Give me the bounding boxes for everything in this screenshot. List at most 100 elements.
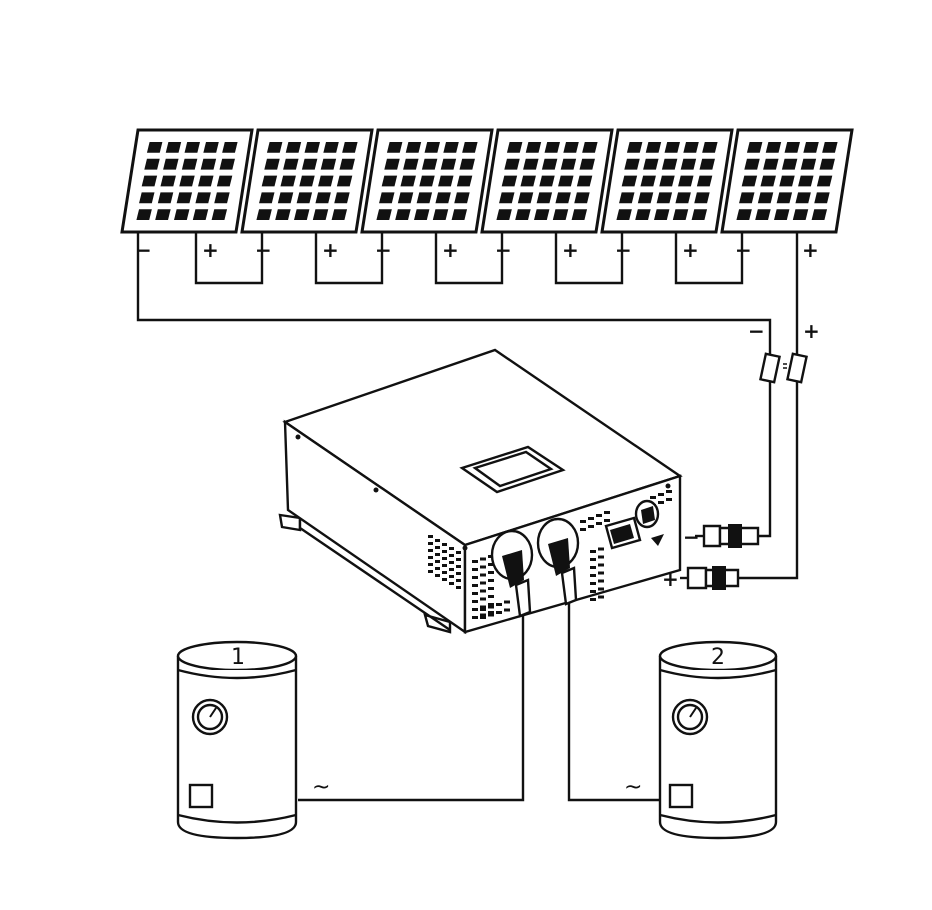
vent-slot bbox=[472, 576, 478, 579]
vent-slot bbox=[449, 561, 454, 564]
panel-cell bbox=[816, 175, 833, 187]
panel-cell bbox=[626, 142, 643, 153]
panel-cell bbox=[400, 175, 416, 187]
panel-1-plus-label: + bbox=[202, 238, 219, 262]
vent-slot bbox=[666, 498, 672, 501]
vent-slot bbox=[428, 556, 433, 559]
dc-minus-label: − bbox=[683, 525, 700, 549]
vent-slot bbox=[590, 598, 596, 601]
vent-slot bbox=[598, 563, 604, 567]
panel-cell bbox=[640, 175, 656, 187]
vent-slot bbox=[480, 581, 486, 585]
panel-cell bbox=[520, 175, 536, 187]
solar-panel-array bbox=[120, 128, 854, 234]
panel-cell bbox=[200, 158, 217, 170]
panel-cell bbox=[678, 175, 694, 187]
tank-2-ac-symbol: ~ bbox=[624, 775, 642, 800]
vent-slot bbox=[588, 517, 594, 520]
vent-slot bbox=[596, 514, 602, 517]
vent-slot bbox=[449, 554, 454, 557]
tank-2-number: 2 bbox=[711, 645, 725, 670]
panel-cell bbox=[157, 192, 174, 204]
panel-cell bbox=[259, 192, 275, 204]
panel-cell bbox=[424, 142, 440, 153]
panel-cell bbox=[746, 142, 763, 153]
vent-slot bbox=[488, 579, 494, 582]
panel-cell bbox=[675, 192, 691, 204]
panel-cell bbox=[381, 175, 398, 187]
panel-cell bbox=[299, 175, 315, 187]
vent-slot bbox=[456, 572, 461, 575]
panel-cell bbox=[192, 209, 209, 220]
panel-cell bbox=[517, 192, 534, 204]
vent-slot bbox=[488, 595, 494, 598]
dc-minus-plug bbox=[695, 524, 760, 548]
vent-slot bbox=[456, 551, 461, 554]
vent-slot bbox=[442, 543, 447, 546]
panel-cell bbox=[739, 192, 755, 204]
panel-cell bbox=[757, 192, 774, 204]
vent-slot bbox=[449, 582, 454, 585]
panel-cell bbox=[664, 142, 680, 153]
dc-input-connector-box bbox=[604, 499, 664, 550]
vent-slot bbox=[442, 564, 447, 567]
vent-slot bbox=[435, 539, 440, 542]
panel-cell bbox=[755, 209, 771, 220]
vent-slot bbox=[472, 608, 478, 611]
panel-cell bbox=[776, 192, 793, 204]
panel-cell bbox=[379, 192, 395, 204]
solar-panel-3 bbox=[360, 128, 494, 234]
vent-slot bbox=[580, 520, 586, 523]
panel-cell bbox=[659, 175, 675, 187]
panel-cell bbox=[544, 142, 560, 153]
panel-cell bbox=[139, 192, 155, 204]
vent-slot bbox=[658, 493, 664, 496]
vent-slot bbox=[488, 603, 494, 606]
vent-slot bbox=[590, 582, 596, 585]
vent-slot bbox=[480, 605, 486, 609]
vent-slot bbox=[480, 613, 486, 617]
panel-cell bbox=[141, 175, 158, 187]
vent-slot bbox=[449, 547, 454, 550]
panel-cell bbox=[635, 209, 651, 220]
panel-cell bbox=[323, 142, 339, 153]
panel-cell bbox=[691, 209, 708, 220]
panel-cell bbox=[136, 209, 152, 220]
panel-cell bbox=[621, 175, 638, 187]
panel-cell bbox=[523, 158, 539, 170]
panel-cell bbox=[579, 158, 595, 170]
vent-slot bbox=[488, 587, 494, 590]
vent-slot bbox=[488, 605, 494, 609]
panel-cell bbox=[283, 158, 299, 170]
panel-5-plus-label: + bbox=[682, 238, 699, 262]
panel-cell bbox=[619, 192, 635, 204]
vent-slot bbox=[480, 608, 486, 611]
vent-slot bbox=[598, 547, 604, 551]
vent-slot bbox=[449, 568, 454, 571]
panel-cell bbox=[784, 142, 800, 153]
panel-cell bbox=[280, 175, 296, 187]
panel-cell bbox=[301, 158, 318, 170]
solar-panel-2 bbox=[240, 128, 374, 234]
panel-cell bbox=[454, 192, 470, 204]
ac-output-socket-1 bbox=[490, 529, 534, 618]
panel-cell bbox=[702, 142, 718, 153]
panel-cell bbox=[661, 158, 678, 170]
panel-cell bbox=[198, 175, 214, 187]
panel-cell bbox=[643, 158, 659, 170]
panel-cell bbox=[696, 175, 713, 187]
panel-6-minus-label: − bbox=[735, 238, 752, 262]
vent-slot bbox=[442, 557, 447, 560]
panel-cell bbox=[184, 142, 200, 153]
panel-cell bbox=[637, 192, 654, 204]
vent-slot bbox=[598, 555, 604, 559]
panel-cell bbox=[515, 209, 531, 220]
panel-cell bbox=[160, 175, 176, 187]
panel-cell bbox=[294, 209, 310, 220]
vent-slot bbox=[472, 616, 478, 619]
panel-cell bbox=[760, 175, 776, 187]
panel-cell bbox=[539, 175, 555, 187]
panel-cell bbox=[765, 142, 782, 153]
panel-cell bbox=[146, 142, 163, 153]
panel-cell bbox=[741, 175, 758, 187]
